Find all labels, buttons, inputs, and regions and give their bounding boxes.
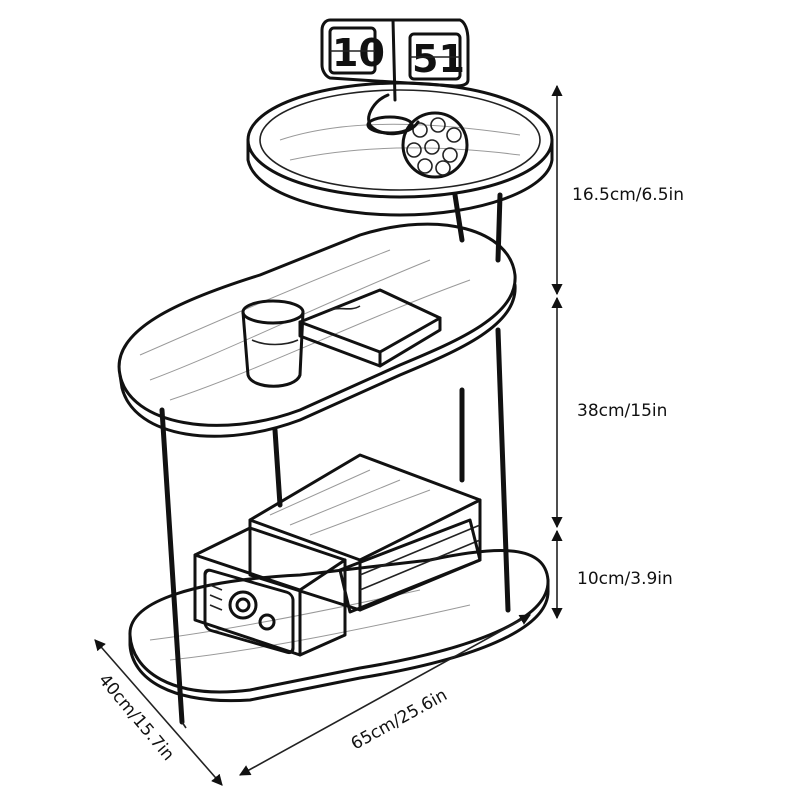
middle-shelf	[117, 222, 517, 438]
flip-clock: 10 51	[320, 18, 470, 136]
top-gap-label: 16.5cm/6.5in	[572, 185, 684, 205]
height-dimension-top: 16.5cm/6.5in	[551, 84, 684, 296]
notebook	[298, 288, 442, 368]
books-stack	[248, 453, 482, 614]
clock-minutes: 51	[412, 37, 465, 81]
clock-hours: 10	[332, 31, 385, 75]
middle-gap-label: 38cm/15in	[577, 401, 667, 421]
glass-cup	[241, 299, 305, 388]
height-dimension-bottom: 10cm/3.9in	[551, 529, 673, 620]
width-label: 40cm/15.7in	[94, 670, 178, 765]
bottom-shelf	[128, 548, 550, 703]
length-label: 65cm/25.6in	[348, 685, 451, 754]
height-dimension-middle: 38cm/15in	[551, 296, 667, 529]
length-dimension: 65cm/25.6in	[239, 614, 531, 776]
table-legs	[159, 327, 511, 729]
bottom-gap-label: 10cm/3.9in	[577, 569, 673, 589]
width-dimension: 40cm/15.7in	[94, 639, 223, 786]
top-shelf	[246, 81, 554, 217]
top-supports	[452, 192, 503, 263]
decor-ball	[401, 111, 469, 179]
